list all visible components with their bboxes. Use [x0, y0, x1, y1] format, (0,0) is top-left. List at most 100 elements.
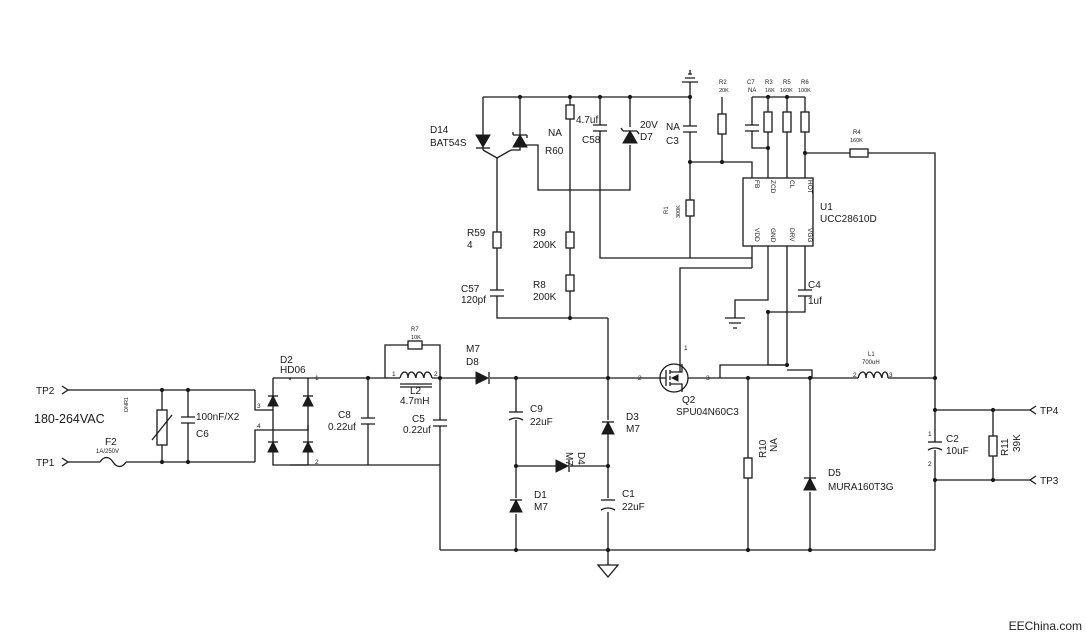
c4-value: 1uf: [808, 296, 822, 307]
c5-value: 0.22uf: [403, 425, 431, 436]
c9-ref: C9: [530, 404, 543, 415]
ic-pin-vgg: VGG: [806, 228, 813, 242]
r9-symbol: [565, 231, 575, 249]
d7-ref: D7: [640, 132, 653, 143]
r2-value: 20K: [719, 88, 729, 94]
c58-ref: C58: [582, 135, 601, 146]
tp2-label: TP2: [36, 386, 55, 397]
tp2-arrow-symbol: [61, 385, 70, 395]
c5-symbol: [433, 419, 447, 427]
ic-pin-drv: DRV: [788, 228, 795, 242]
d2-value: HD06: [280, 365, 306, 376]
c57-ref: C57: [461, 284, 480, 295]
ground-symbol-top: [682, 73, 698, 83]
r8-value: 200K: [533, 292, 557, 303]
c58-value: 4.7uf: [576, 115, 598, 126]
d4-ref: D4: [575, 452, 586, 465]
d5-value: MURA160T3G: [828, 482, 894, 493]
ic-pin-vdd: VDD: [753, 228, 760, 242]
d4-value: M7: [563, 452, 574, 466]
fuse-symbol: [99, 456, 127, 468]
c7-value: NA: [748, 88, 756, 94]
c2-ref: C2: [946, 434, 959, 445]
d4-symbol: [555, 459, 570, 473]
r11-ref: R11: [1000, 438, 1011, 456]
q2-ref: Q2: [682, 395, 696, 406]
d14-symbol: [475, 130, 528, 151]
d2-pin4: 4: [257, 423, 261, 430]
r10-ref: R10: [758, 439, 769, 458]
l2-pin1: 1: [392, 371, 396, 378]
r9-value: 200K: [533, 240, 557, 251]
c6-value: 100nF/X2: [196, 412, 240, 423]
ground-symbol-mid: [725, 317, 745, 329]
c6-ref: C6: [196, 429, 209, 440]
r4-ref: R4: [853, 130, 861, 136]
ic-pin-hot: HOT: [806, 180, 813, 194]
r10-value: NA: [769, 438, 780, 452]
c4-symbol: [798, 289, 812, 297]
c3-value: NA: [666, 122, 680, 133]
input-voltage-label: 180-264VAC: [34, 412, 105, 426]
q2-value: SPU04N60C3: [676, 407, 739, 418]
d8-symbol: [475, 371, 490, 385]
r7-value: 10K: [411, 335, 421, 341]
ic-pin-cl: CL: [788, 180, 795, 189]
r5-symbol: [782, 111, 792, 133]
r59-symbol: [492, 231, 502, 249]
r6-ref: R6: [801, 80, 809, 86]
ic-pin-fb: FB: [753, 180, 760, 188]
d5-symbol: [803, 476, 817, 491]
r8-symbol: [565, 274, 575, 292]
l2-ref: L2: [410, 386, 422, 397]
r59-value: 4: [467, 240, 473, 251]
c4-ref: C4: [808, 280, 821, 291]
l1-pin3: 3: [889, 372, 893, 379]
q2-pin3: 3: [706, 375, 710, 382]
r1-symbol: [685, 199, 695, 217]
r11-value: 39K: [1012, 434, 1023, 452]
r1-value: 300K: [676, 205, 682, 218]
r3-ref: R3: [765, 80, 773, 86]
labels: TP2 TP1 180-264VAC TP4 TP3 F2 1A/250V DN…: [34, 80, 1059, 513]
r6-value: 100K: [798, 88, 811, 94]
component-symbols: [61, 70, 1037, 579]
r10-symbol: [743, 457, 753, 479]
c58-symbol: [593, 124, 607, 132]
d2-ref: D2: [280, 355, 293, 366]
l1-symbol: [857, 371, 889, 379]
q2-pin2: 2: [638, 375, 642, 382]
d7-value: 20V: [640, 120, 658, 131]
c7-symbol: [745, 124, 759, 132]
d14-value: BAT54S: [430, 138, 467, 149]
c8-ref: C8: [338, 410, 351, 421]
r4-value: 160K: [850, 138, 863, 144]
c6-symbol: [181, 416, 195, 424]
tp4-arrow-symbol: [1028, 405, 1037, 415]
c8-value: 0.22uf: [328, 422, 356, 433]
d3-value: M7: [626, 424, 640, 435]
d14-ref: D14: [430, 125, 449, 136]
ic-body: [742, 177, 814, 247]
d8-ref: D8: [466, 357, 479, 368]
r3-value: 16K: [765, 88, 775, 94]
r59-ref: R59: [467, 228, 486, 239]
c57-symbol: [490, 289, 504, 297]
r60-value: NA: [548, 128, 562, 139]
f2-value: 1A/250V: [96, 449, 119, 455]
u1-value: UCC28610D: [820, 214, 877, 225]
r11-symbol: [988, 435, 998, 457]
tp1-arrow-symbol: [61, 457, 70, 467]
c3-ref: C3: [666, 136, 679, 147]
q2-pin1: 1: [684, 345, 688, 352]
watermark: EEChina.com: [1008, 619, 1082, 633]
r8-ref: R8: [533, 280, 546, 291]
r6-symbol: [800, 111, 810, 133]
r3-symbol: [763, 111, 773, 133]
d7-symbol: [622, 130, 638, 144]
d3-symbol: [601, 420, 615, 435]
ic-pin-zcd: ZCD: [769, 180, 776, 194]
c1-value: 22uF: [622, 502, 645, 513]
tp3-label: TP3: [1040, 476, 1059, 487]
